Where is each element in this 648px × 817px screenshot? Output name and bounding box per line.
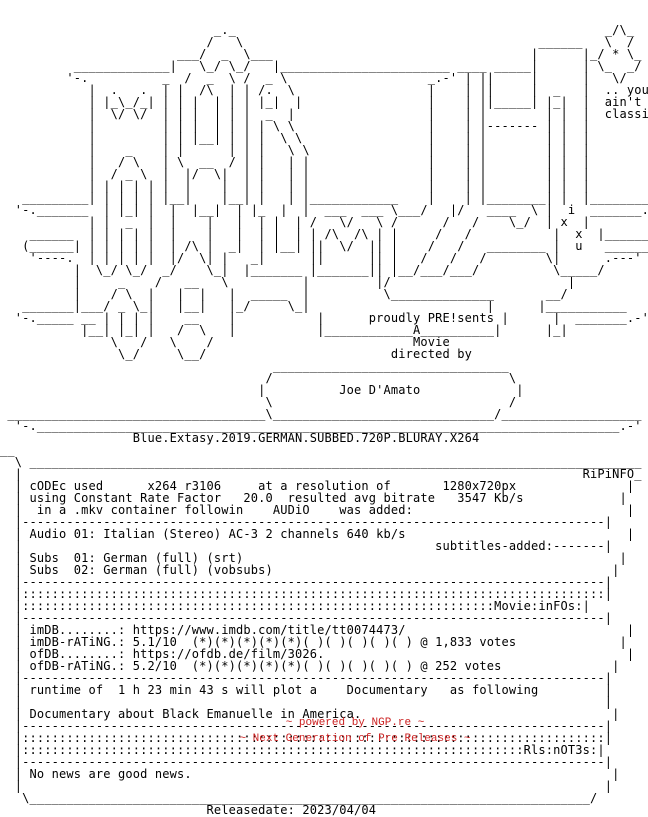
nfo-line: |---------------------------------------… <box>0 755 613 769</box>
nfo-line: ___________________________________\____… <box>0 407 648 421</box>
nfo-line: | cODEc used x264 r3106 at a resolution … <box>0 479 635 493</box>
nfo-line: | / _ \ | |/ \| | | | | | | | | | | <box>0 167 648 181</box>
nfo-line: '-._______ | |_| | | |__| | |_ | | ___ _… <box>0 203 648 217</box>
nfo-line: | / \ | \ __ / | | | | | | | | | | <box>0 155 648 169</box>
nfo-line: '-._____ __ | | | | __ | | proudly PRE!s… <box>0 311 648 325</box>
nfo-line: ________________________________ <box>0 359 648 373</box>
nfo-line: __ __ <box>0 443 648 457</box>
footer-tagline: ~ Next Generation of Pre Releases ~ <box>239 733 471 745</box>
nfo-line: | . . | | /\ | | /. \ | | || | _ | .. yo… <box>0 83 648 97</box>
nfo-line: | \/ \/ | | | | | | _ | | | | | | | clas… <box>0 107 648 121</box>
nfo-line: |---------------------------------------… <box>0 719 613 733</box>
nfo-line: | _ | | | | | \ \ | | | | | | <box>0 143 648 157</box>
nfo-line: | using Constant Rate Factor 20.0 result… <box>0 491 627 505</box>
nfo-line: |---------------------------------------… <box>0 611 613 625</box>
nfo-line: / \ ______ \ / <box>0 35 648 49</box>
nfo-line: _______|___/ _ \_| |__| |_/ \_| | |_____… <box>0 299 635 313</box>
nfo-line: ___/ _ \___ | |_/ * \_ <box>0 47 648 61</box>
nfo-line: | in a .mkv container followin AUDiO was… <box>0 503 635 517</box>
nfo-line: \_/ \__/ directed by <box>0 347 648 361</box>
nfo-line: Blue.Extasy.2019.GERMAN.SUBBED.720P.BLUR… <box>0 431 648 445</box>
nfo-line: | |_\_/_| | | | | | | |_| | | | ||_____|… <box>0 95 648 109</box>
nfo-line: | \_/ \_/ _/ \_| |_______ |_______|| |__… <box>0 263 648 277</box>
nfo-line: | imDB........: https://www.imdb.com/tit… <box>0 623 635 637</box>
nfo-line: |:::::::::::::::::::::::::::::::::::::::… <box>0 599 590 613</box>
nfo-line: _________| | | | | |__| |__| | | |______… <box>0 191 648 205</box>
nfo-line: \ ______________________________________… <box>0 455 648 469</box>
nfo-line: | Documentary about Black Emanuelle in A… <box>0 707 620 721</box>
nfo-line: | / \ | | | | _____ | \______________ __… <box>0 287 642 301</box>
nfo-line: \ / \ / Movie <box>0 335 648 349</box>
nfo-line: | subtitles-added:-------| <box>0 539 613 553</box>
nfo-line: | | _ | | | | | | | / \/ \ / / / \_/ | x… <box>0 215 642 229</box>
nfo-line: ______ | | | | | | | | | | | | /\ /\ | |… <box>0 227 648 241</box>
nfo-line: |:::::::::::::::::::::::::::::::::::::::… <box>0 743 605 757</box>
nfo-line: | ofDB........: https://ofdb.de/film/302… <box>0 647 635 661</box>
nfo-line: |__| |_| | / \ | |____________A_________… <box>0 323 648 337</box>
nfo-line: | ofDB-rATiNG.: 5.2/10 (*)(*)(*)(*)(*)( … <box>0 659 620 673</box>
nfo-line: | Subs 02: German (full) (vobsubs) | <box>0 563 620 577</box>
nfo-line: | RiPiNFO_ | <box>0 467 648 481</box>
nfo-line: '-._____________________________________… <box>0 419 648 433</box>
nfo-line: |---------------------------------------… <box>0 671 613 685</box>
nfo-line: | runtime of 1 h 23 min 43 s will plot a… <box>0 683 613 697</box>
nfo-line: | | | | | | | | \ \ | | |------- | | | <box>0 119 648 133</box>
nfo-line: |---------------------------------------… <box>0 575 613 589</box>
nfo-line: | Subs 01: German (full) (srt) | <box>0 551 627 565</box>
nfo-line: \ / <box>0 395 648 409</box>
nfo-line: |:::::::::::::::::::::::::::::::::::::::… <box>0 587 613 601</box>
nfo-line: _._ _/\_ <box>0 23 648 37</box>
nfo-line: | _ / __ \ | |/ | <box>0 275 642 289</box>
nfo-line: '----. | | | | | |/ \| | _| || || | / / … <box>0 251 648 265</box>
nfo-line: | | | |__| | | | \ \ | | | | | | <box>0 131 648 145</box>
nfo-line: | imDB-rATiNG.: 5.1/10 (*)(*)(*)(*)(*)( … <box>0 635 627 649</box>
nfo-line: | | | | | | | | | | | | | | | | | | <box>0 179 648 193</box>
nfo-line: | Joe D'Amato | <box>0 383 648 397</box>
nfo-line: _____________| \_/ \_/ |________________… <box>0 59 648 73</box>
nfo-line: (______| | | | | | | /\ | _| | |__| || \… <box>0 239 648 253</box>
nfo-line: |---------------------------------------… <box>0 515 613 529</box>
footer-powered-by: ~ powered by NGP.re ~ <box>285 717 425 729</box>
nfo-line: | | <box>0 695 613 709</box>
nfo-line: '-. _ / _ \ / _ \ _.-' | || | | \/ <box>0 71 648 85</box>
nfo-line: | Audio 01: Italian (Stereo) AC-3 2 chan… <box>0 527 635 541</box>
nfo-line: / \ <box>0 371 648 385</box>
nfo-line: |:::::::::::::::::::::::::::::::::::::::… <box>0 731 613 745</box>
nfo-line: Releasedate: 2023/04/04 <box>0 803 635 817</box>
